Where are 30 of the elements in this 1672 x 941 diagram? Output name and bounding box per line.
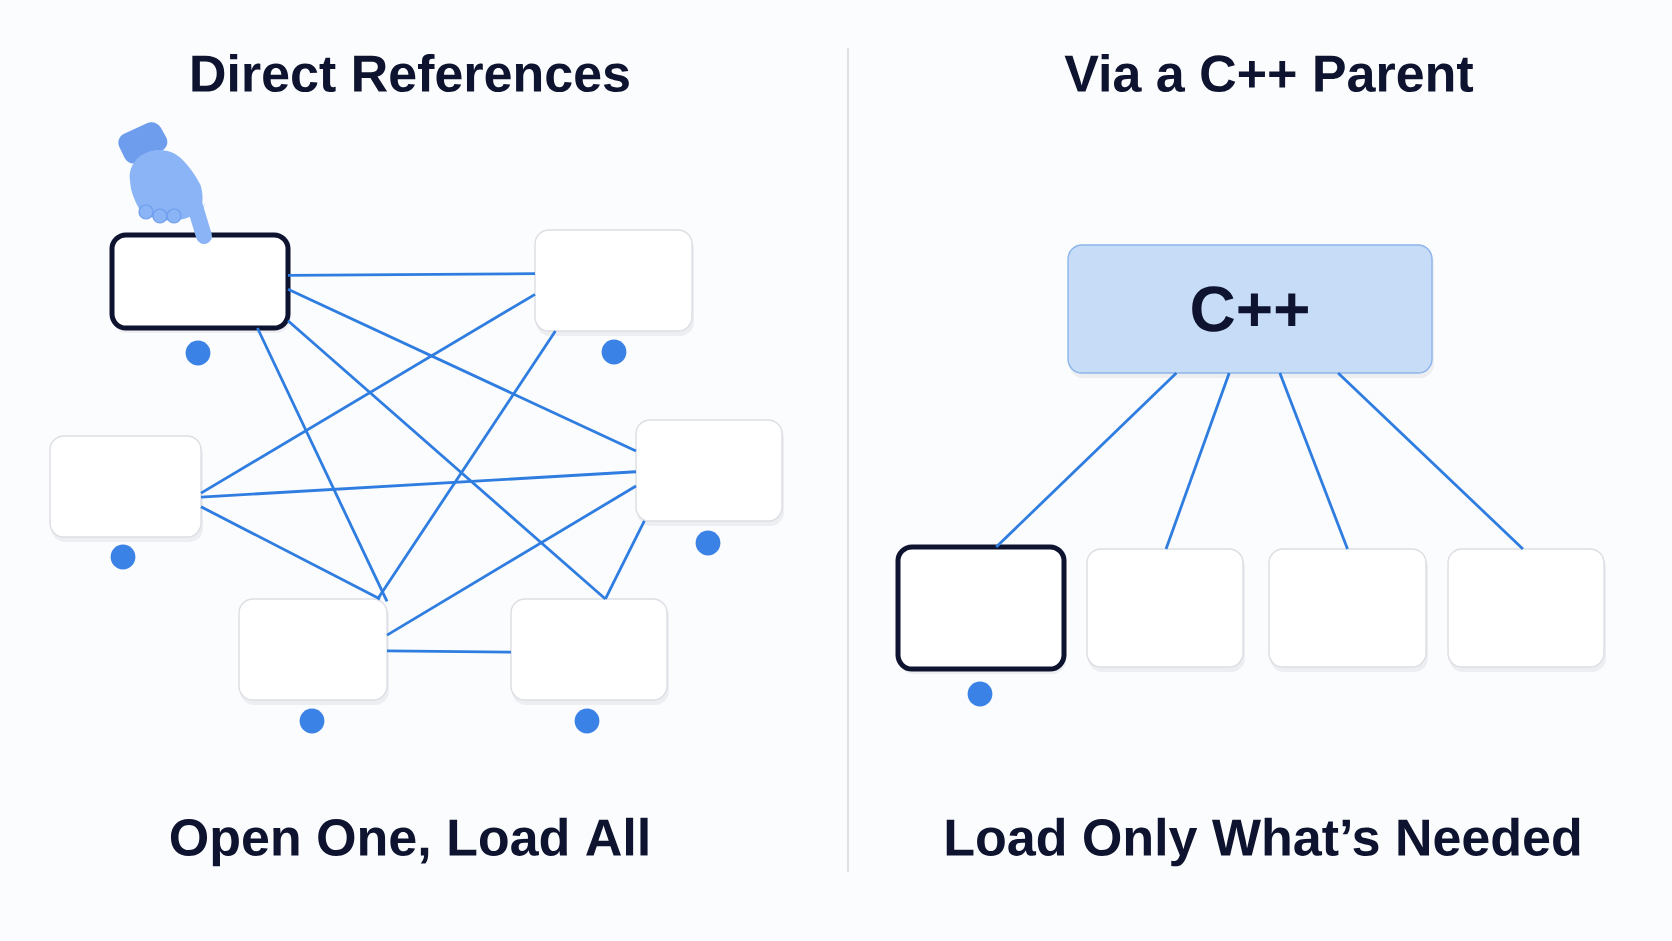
connector-line (386, 484, 637, 637)
empty-box (895, 544, 1067, 674)
empty-box (1086, 548, 1245, 672)
connector-line (387, 649, 511, 654)
connector-line (287, 287, 637, 453)
connector-line (200, 293, 536, 495)
empty-box (1447, 548, 1606, 672)
panel-caption: Load Only What’s Needed (946, 817, 1580, 867)
connector-line (1337, 372, 1524, 550)
empty-box (1268, 548, 1428, 672)
connector-line (288, 272, 535, 277)
empty-box (49, 435, 203, 542)
connector-line (200, 505, 381, 601)
empty-box (635, 419, 784, 526)
empty-box (510, 598, 669, 705)
connector-line (200, 470, 637, 499)
empty-box (534, 229, 694, 336)
panel-title: Direct References (192, 53, 629, 93)
connector-line (256, 327, 389, 603)
panel-title: Via a C++ Parent (1064, 53, 1474, 93)
connector-line (1278, 372, 1349, 550)
panel-caption: Open One, Load All (170, 817, 648, 867)
connector-line (376, 330, 557, 600)
connector-line (1164, 372, 1231, 550)
connector-line (604, 520, 646, 600)
text-box: C++ (1067, 244, 1434, 378)
connector-line (995, 372, 1178, 548)
empty-box (109, 232, 291, 333)
connector-line (287, 319, 607, 601)
empty-box (238, 598, 389, 705)
